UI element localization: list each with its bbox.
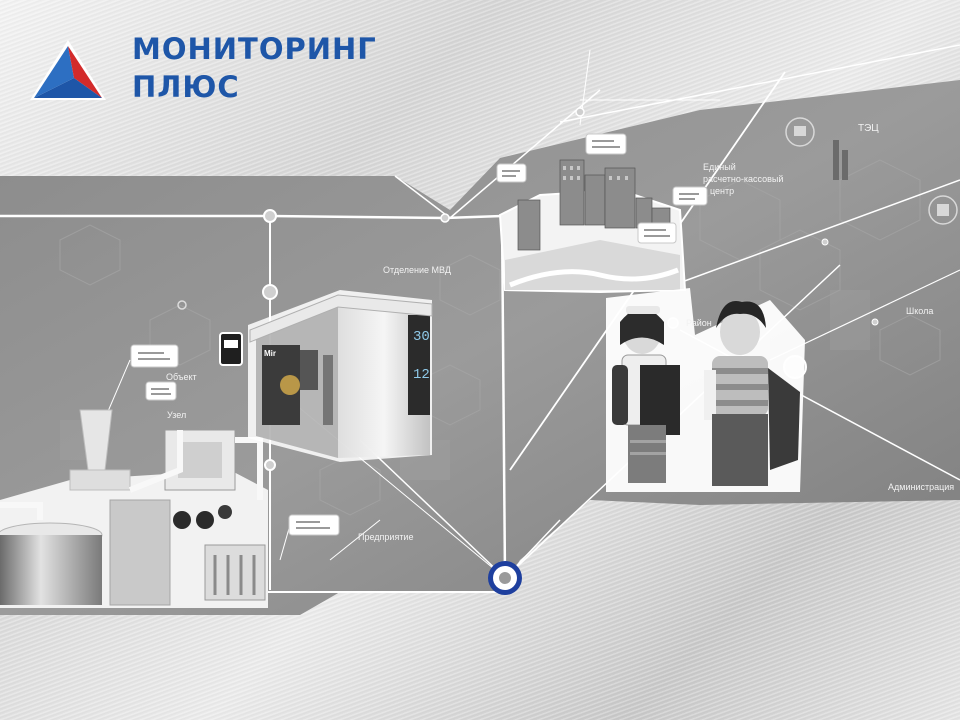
label-rkc-line2: расчетно-кассовый [703,174,784,184]
label-node: Узел [167,410,187,420]
logo-triangle-icon [30,40,106,100]
label-rkc-line1: Единый [703,162,736,172]
label-mvd: Отделение МВД [383,265,451,275]
building-icon [928,195,958,225]
callout-bubble [496,163,527,183]
city-block-illustration [498,159,687,294]
label-school: Школа [906,306,934,316]
callout-bubble [672,186,708,206]
callout-bubble [288,514,340,536]
callout-bubble [130,344,179,368]
callout-bubble [637,222,677,244]
information-kiosk-illustration [219,290,433,462]
industrial-plant-illustration [0,409,268,608]
kiosk-screen-top: 30 [413,329,430,345]
central-hub-node [488,561,522,595]
schoolchildren-illustration [606,288,805,492]
callout-bubbles [130,133,708,536]
callout-bubble [585,133,627,155]
label-object: Объект [166,372,197,382]
brand-name-line2: ПЛЮС [132,70,240,104]
kiosk-logo: Mir [264,349,276,358]
label-tec: ТЭЦ [858,123,879,134]
label-district: Район [686,318,712,328]
tec-icon [785,117,815,147]
kiosk-screen-bottom: 12 [413,367,430,383]
label-enterprise: Предприятие [358,532,414,542]
callout-bubble [145,381,177,401]
label-rkc-line3: центр [710,186,735,196]
bus-stop-sign-icon [219,332,243,366]
brand-logo: МОНИТОРИНГ ПЛЮС [28,34,388,104]
chimney-icon [833,140,848,180]
label-admin: Администрация [888,482,955,492]
brand-name-line1: МОНИТОРИНГ [132,32,377,66]
